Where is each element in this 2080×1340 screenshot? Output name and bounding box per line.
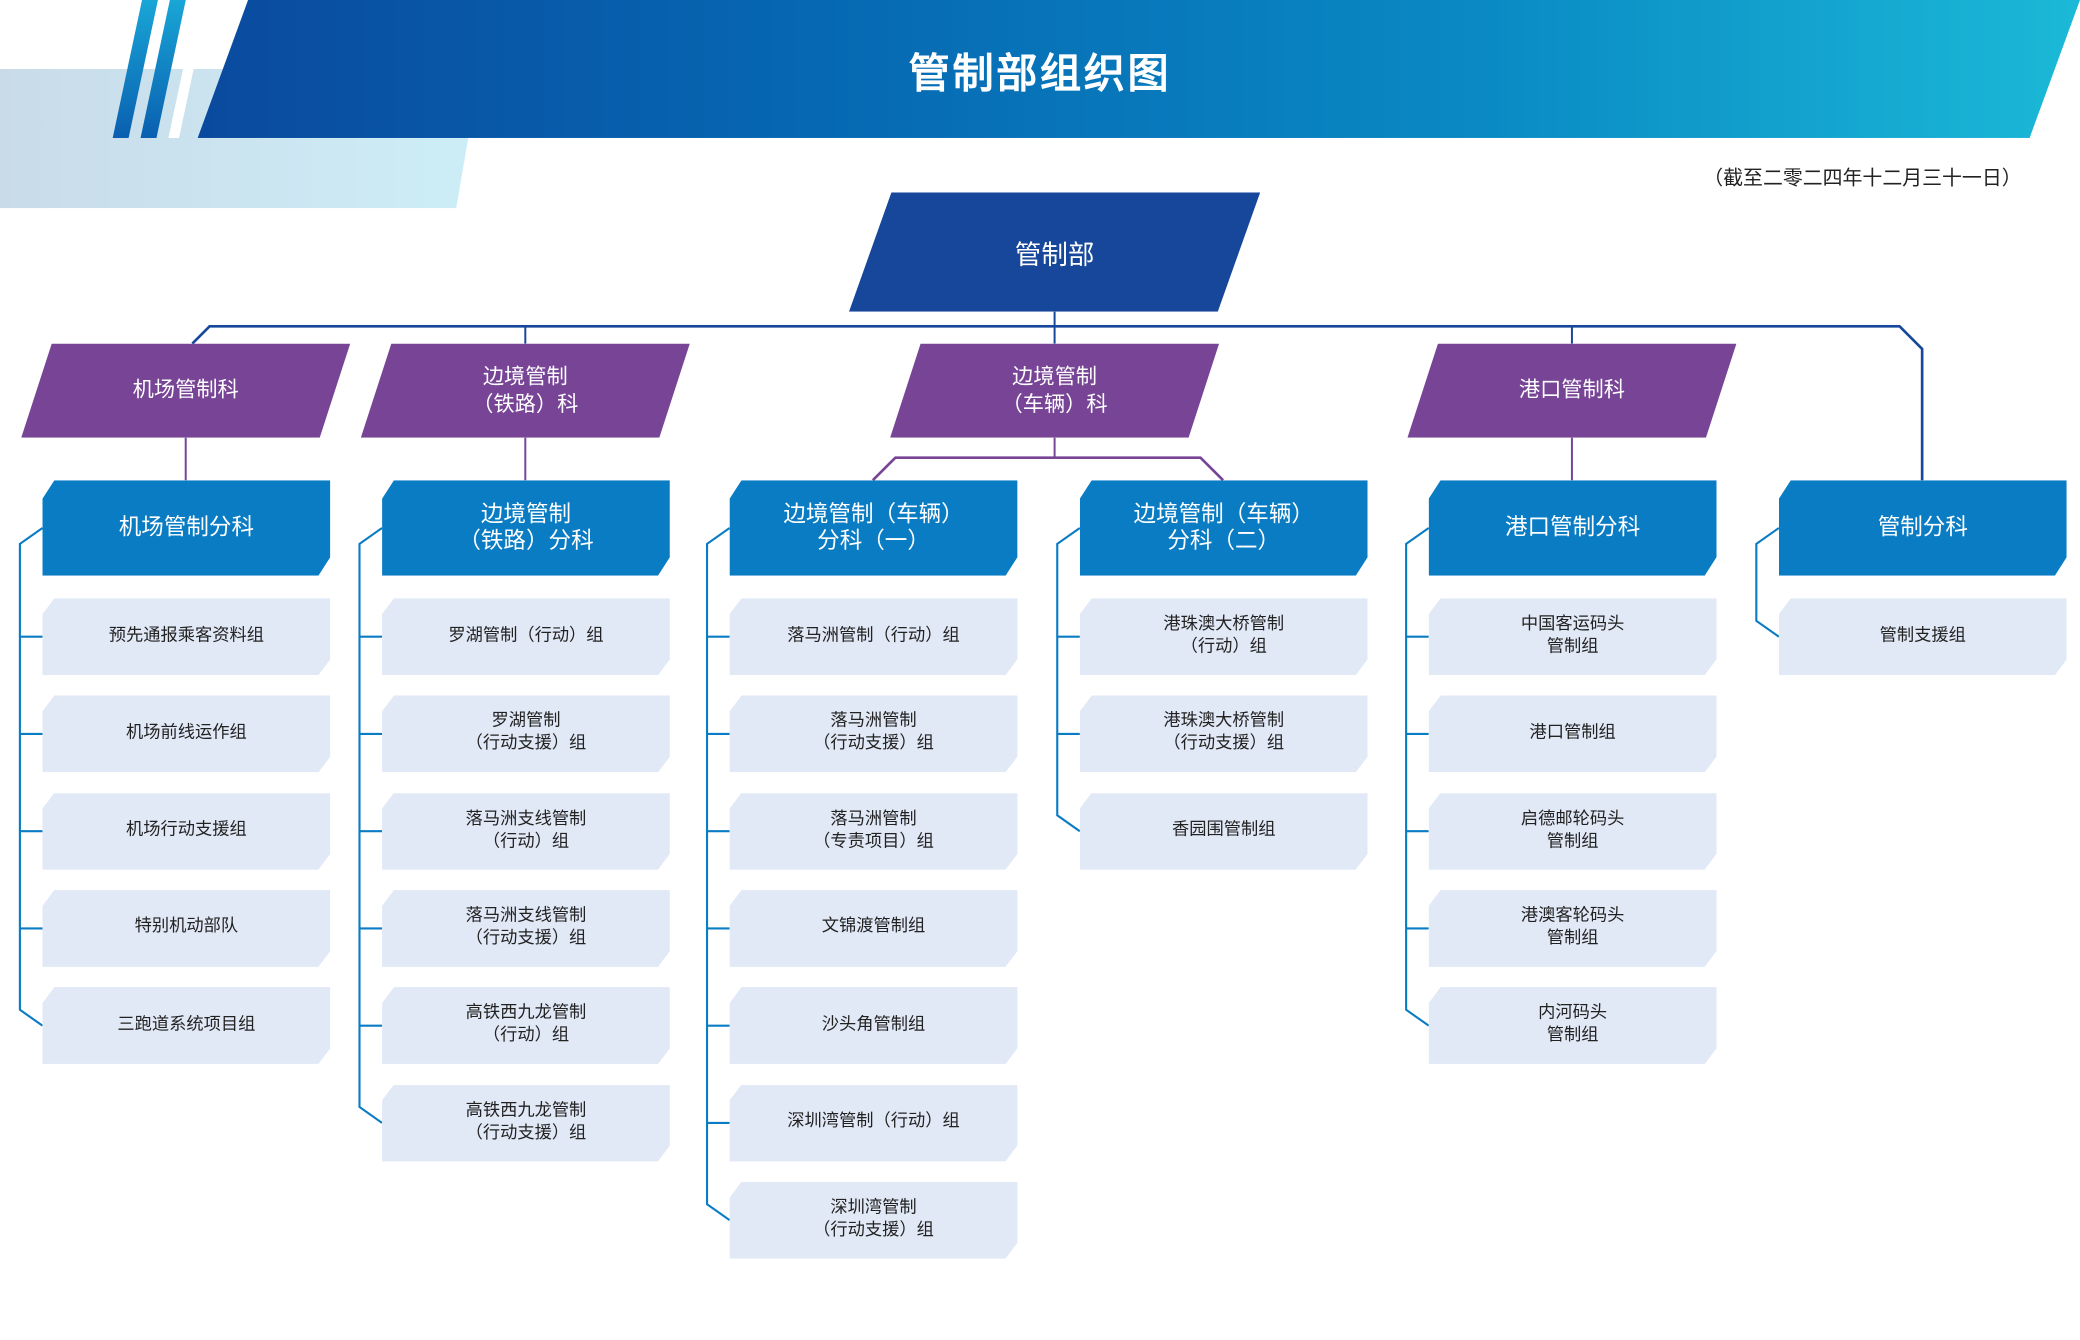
subsection-node-label: 管制分科: [1877, 514, 1968, 541]
group-node: 三跑道系统项目组: [42, 987, 330, 1064]
subsection-node: 边境管制（车辆） 分科（二）: [1080, 480, 1368, 576]
group-node: 落马洲管制（行动）组: [730, 598, 1018, 675]
connector-line: [358, 527, 383, 1124]
group-node: 罗湖管制 （行动支援）组: [382, 695, 670, 772]
group-node: 落马洲管制 （行动支援）组: [730, 695, 1018, 772]
subsection-node: 边境管制 （铁路）分科: [382, 480, 670, 576]
group-node-label: 落马洲支线管制 （行动支援）组: [465, 906, 587, 949]
group-node-label: 落马洲管制 （行动支援）组: [813, 711, 934, 754]
group-node: 内河码头 管制组: [1429, 987, 1717, 1064]
group-node-label: 港珠澳大桥管制 （行动）组: [1163, 614, 1285, 657]
group-node-label: 港口管制组: [1529, 722, 1616, 743]
section-node: 港口管制科: [1407, 344, 1736, 438]
group-node: 深圳湾管制 （行动支援）组: [730, 1182, 1018, 1259]
subsection-node-label: 边境管制（车辆） 分科（一）: [783, 500, 964, 555]
group-node: 启德邮轮码头 管制组: [1429, 793, 1717, 870]
group-node: 港珠澳大桥管制 （行动）组: [1080, 598, 1368, 675]
group-node: 沙头角管制组: [730, 987, 1018, 1064]
group-node-label: 港珠澳大桥管制 （行动支援）组: [1163, 711, 1285, 754]
group-node-label: 机场前线运作组: [125, 722, 247, 743]
section-node: 机场管制科: [21, 344, 350, 438]
subsection-node: 边境管制（车辆） 分科（一）: [730, 480, 1018, 576]
subsection-node-label: 边境管制（车辆） 分科（二）: [1133, 500, 1314, 555]
connector-line: [1755, 527, 1780, 638]
group-node-label: 落马洲管制 （专责项目）组: [813, 808, 934, 852]
group-node: 高铁西九龙管制 （行动支援）组: [382, 1084, 670, 1161]
root-label: 管制部: [1014, 238, 1095, 270]
subsection-node-label: 港口管制分科: [1504, 514, 1641, 541]
section-node: 边境管制 （铁路）科: [361, 344, 690, 438]
group-node-label: 机场行动支援组: [125, 819, 247, 840]
section-node: 边境管制 （车辆）科: [890, 344, 1219, 438]
section-node-label: 边境管制 （车辆）科: [1001, 363, 1108, 416]
group-node: 特别机动部队: [42, 890, 330, 967]
group-node: 中国客运码头 管制组: [1429, 598, 1717, 675]
group-node: 港澳客轮码头 管制组: [1429, 890, 1717, 967]
group-node-label: 深圳湾管制（行动）组: [787, 1111, 960, 1132]
group-node-label: 启德邮轮码头 管制组: [1520, 808, 1625, 852]
group-node-label: 内河码头 管制组: [1538, 1003, 1608, 1046]
group-node: 落马洲支线管制 （行动支援）组: [382, 890, 670, 967]
subsection-node: 机场管制分科: [42, 480, 330, 576]
group-node-label: 沙头角管制组: [821, 1014, 926, 1035]
group-node: 文锦渡管制组: [730, 890, 1018, 967]
connector-line: [1056, 527, 1081, 833]
group-node: 罗湖管制（行动）组: [382, 598, 670, 675]
group-node: 机场行动支援组: [42, 793, 330, 870]
group-node-label: 高铁西九龙管制 （行动支援）组: [465, 1100, 587, 1143]
connector-line: [191, 324, 1924, 481]
subsection-node-label: 机场管制分科: [118, 514, 255, 541]
group-node: 港珠澳大桥管制 （行动支援）组: [1080, 695, 1368, 772]
group-node-label: 高铁西九龙管制 （行动）组: [465, 1003, 587, 1046]
group-node-label: 港澳客轮码头 管制组: [1520, 906, 1625, 949]
group-node-label: 文锦渡管制组: [821, 917, 926, 938]
group-node: 机场前线运作组: [42, 695, 330, 772]
group-node-label: 落马洲管制（行动）组: [787, 625, 960, 646]
group-node-label: 罗湖管制（行动）组: [448, 625, 604, 646]
group-node-label: 中国客运码头 管制组: [1520, 614, 1625, 657]
group-node: 港口管制组: [1429, 695, 1717, 772]
group-node-label: 管制支援组: [1879, 625, 1966, 646]
page-title: 管制部组织图: [908, 50, 1172, 99]
header-banner: [115, 0, 2080, 138]
group-node-label: 特别机动部队: [134, 917, 239, 938]
connector-line: [18, 527, 44, 1027]
subsection-node: 管制分科: [1779, 480, 2067, 576]
section-node-label: 机场管制科: [132, 376, 239, 403]
group-node: 深圳湾管制（行动）组: [730, 1084, 1018, 1161]
connector-line: [871, 456, 1224, 482]
group-node: 落马洲管制 （专责项目）组: [730, 793, 1018, 870]
group-node-label: 罗湖管制 （行动支援）组: [465, 711, 587, 754]
section-node-label: 港口管制科: [1518, 376, 1625, 403]
group-node: 香园围管制组: [1080, 793, 1368, 870]
subsection-node: 港口管制分科: [1429, 480, 1717, 576]
group-node-label: 落马洲支线管制 （行动）组: [465, 808, 587, 852]
group-node-label: 深圳湾管制 （行动支援）组: [813, 1197, 934, 1241]
group-node: 管制支援组: [1779, 598, 2067, 675]
group-node-label: 预先通报乘客资料组: [108, 625, 264, 646]
group-node: 预先通报乘客资料组: [42, 598, 330, 675]
group-node: 落马洲支线管制 （行动）组: [382, 793, 670, 870]
subsection-node-label: 边境管制 （铁路）分科: [458, 500, 594, 555]
group-node-label: 香园围管制组: [1171, 819, 1276, 840]
connector-line: [1405, 527, 1430, 1027]
group-node: 高铁西九龙管制 （行动）组: [382, 987, 670, 1064]
connector-line: [705, 527, 731, 1222]
root-node: 管制部: [849, 192, 1260, 311]
section-node-label: 边境管制 （铁路）科: [472, 363, 579, 416]
group-node-label: 三跑道系统项目组: [117, 1014, 256, 1035]
date-note: （截至二零二四年十二月三十一日）: [1703, 165, 2022, 190]
